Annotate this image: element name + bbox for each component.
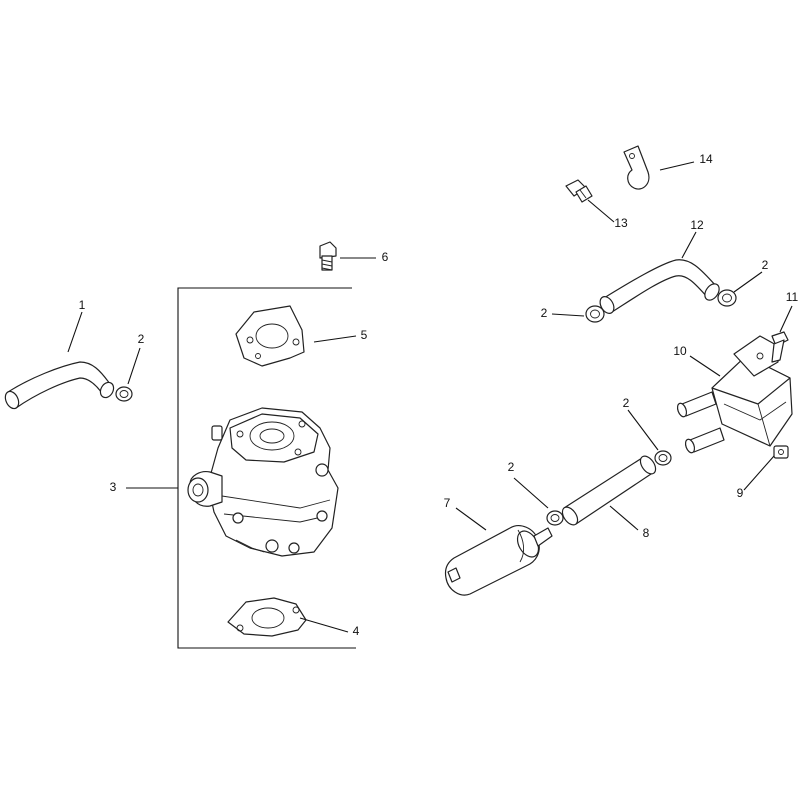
callout-2-mid: 2 (508, 460, 515, 474)
fuel-pump[interactable] (676, 335, 793, 454)
p-clamp-14[interactable] (623, 145, 650, 190)
gasket-top[interactable] (235, 305, 305, 367)
callout-13: 13 (614, 216, 628, 230)
callout-14: 14 (699, 152, 713, 166)
fuel-filter[interactable] (444, 525, 553, 596)
callout-5: 5 (361, 328, 368, 342)
callout-2-upper-right: 2 (762, 258, 769, 272)
callout-2-left: 2 (138, 332, 145, 346)
leader-lines (67, 161, 793, 633)
bolt-13[interactable] (565, 179, 593, 203)
hose-clamp-mid-right[interactable] (654, 450, 672, 466)
hose-clamp-left[interactable] (115, 386, 133, 402)
callout-3: 3 (110, 480, 117, 494)
callout-10: 10 (673, 344, 687, 358)
callout-6: 6 (382, 250, 389, 264)
bolt-6[interactable] (319, 241, 337, 271)
callout-1: 1 (79, 298, 86, 312)
callout-12: 12 (690, 218, 704, 232)
callout-2-mid-right: 2 (623, 396, 630, 410)
elbow-hose-left[interactable] (3, 361, 116, 411)
clip-9[interactable] (773, 445, 789, 459)
hose-clamp-upper-right[interactable] (717, 289, 737, 307)
gasket-bottom[interactable] (227, 597, 307, 637)
callout-7: 7 (444, 496, 451, 510)
callout-8: 8 (643, 526, 650, 540)
straight-hose[interactable] (559, 453, 658, 527)
callout-4: 4 (353, 624, 360, 638)
callout-11: 11 (786, 290, 799, 304)
callout-2-upper-left: 2 (541, 306, 548, 320)
assembly-bracket (177, 287, 356, 649)
hose-clamp-upper-left[interactable] (585, 305, 605, 323)
callout-9: 9 (737, 486, 744, 500)
screw-11[interactable] (771, 331, 789, 363)
hose-clamp-mid[interactable] (546, 510, 564, 526)
elbow-hose-right[interactable] (597, 259, 722, 316)
carburetor[interactable] (187, 407, 339, 557)
